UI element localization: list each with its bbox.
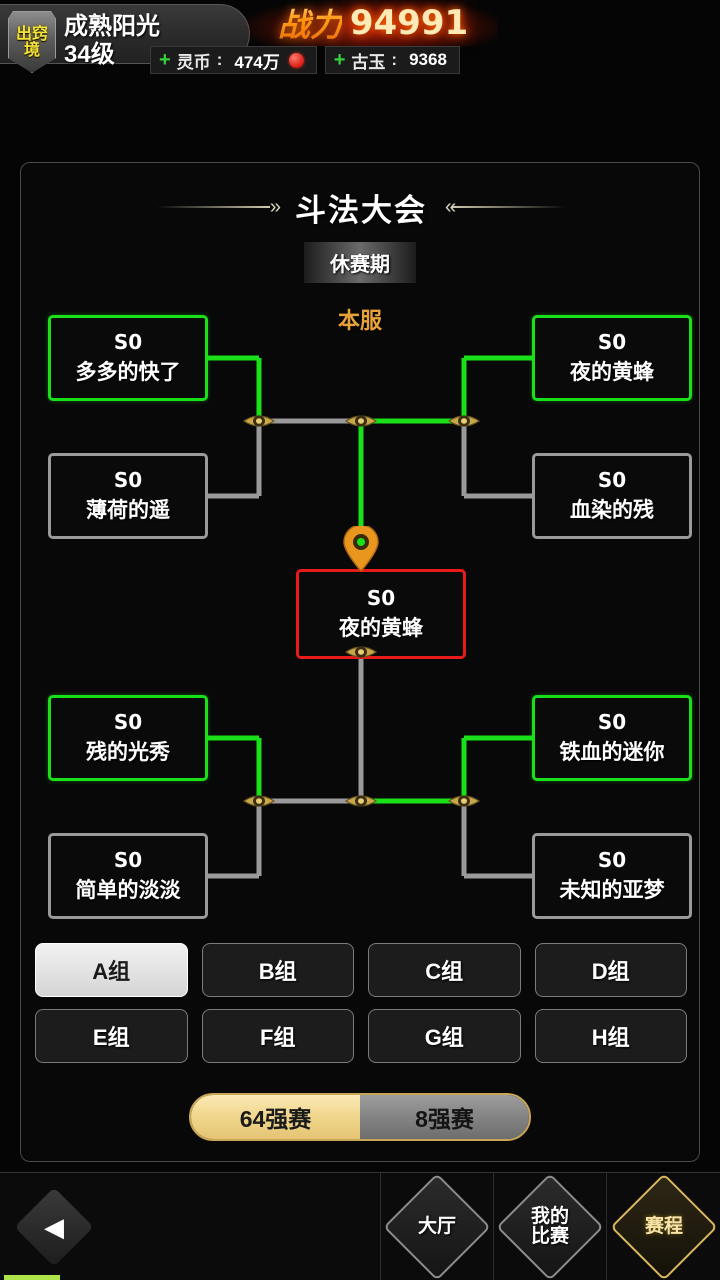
node-player-name: 夜的黄蜂 bbox=[570, 361, 654, 384]
group-button-g[interactable]: G组 bbox=[368, 1009, 521, 1063]
power-label: 战力 bbox=[278, 0, 342, 46]
title-deco-right: « bbox=[445, 197, 565, 217]
bracket-node-br-top[interactable]: S0 铁血的迷你 bbox=[532, 695, 692, 781]
bracket-node-br-bot[interactable]: S0 未知的亚梦 bbox=[532, 833, 692, 919]
currency-lingbi[interactable]: + 灵币 : 474万 bbox=[150, 46, 317, 74]
nav-item-label: 赛程 bbox=[644, 1216, 683, 1238]
nav-diamond: 我的比赛 bbox=[496, 1173, 604, 1280]
player-name: 成熟阳光 bbox=[64, 13, 160, 40]
node-player-name: 夜的黄蜂 bbox=[339, 617, 423, 640]
node-player-name: 铁血的迷你 bbox=[559, 741, 665, 764]
plus-icon[interactable]: + bbox=[333, 49, 346, 71]
node-player-name: 未知的亚梦 bbox=[559, 879, 665, 902]
page-title: 斗法大会 bbox=[295, 192, 427, 228]
title-deco-left: » bbox=[157, 197, 281, 217]
round-tab-0[interactable]: 64强赛 bbox=[191, 1095, 360, 1139]
nav-diamond: 赛程 bbox=[609, 1173, 718, 1280]
nav-cells: 大厅 我的比赛 赛程 bbox=[381, 1173, 720, 1280]
node-seed: S0 bbox=[113, 468, 143, 492]
bracket-eye-node-icon[interactable] bbox=[344, 792, 378, 810]
bracket-eye-node-icon[interactable] bbox=[344, 643, 378, 661]
back-arrow-icon: ◀ bbox=[44, 1211, 64, 1242]
bracket-eye-node-icon[interactable] bbox=[447, 792, 481, 810]
bracket-node-tr-bot[interactable]: S0 血染的残 bbox=[532, 453, 692, 539]
group-button-e[interactable]: E组 bbox=[35, 1009, 188, 1063]
nav-diamond: 大厅 bbox=[383, 1173, 491, 1280]
top-hud: 出窍 境 成熟阳光 34级 战力 94991 + 灵币 : 474万 + 古玉 … bbox=[0, 0, 720, 86]
rank-badge: 出窍 境 bbox=[8, 11, 56, 73]
currency-lingbi-value: 474万 bbox=[234, 52, 280, 72]
current-position-marker-icon bbox=[341, 524, 381, 573]
power-value: 94991 bbox=[349, 3, 469, 43]
bracket-node-tr-top[interactable]: S0 夜的黄蜂 bbox=[532, 315, 692, 401]
node-seed: S0 bbox=[366, 586, 396, 610]
currency-guyu-label: 古玉 bbox=[351, 52, 386, 72]
nav-item-我的比赛[interactable]: 我的比赛 bbox=[494, 1173, 607, 1280]
server-tag: 本服 bbox=[337, 308, 383, 333]
currency-guyu[interactable]: + 古玉 : 9368 bbox=[324, 46, 460, 74]
back-button[interactable]: ◀ bbox=[0, 1173, 381, 1280]
rank-badge-line2: 境 bbox=[23, 40, 40, 59]
bracket-node-bl-top[interactable]: S0 残的光秀 bbox=[48, 695, 208, 781]
node-player-name: 简单的淡淡 bbox=[75, 879, 181, 902]
node-seed: S0 bbox=[597, 468, 627, 492]
bracket-node-tl-bot[interactable]: S0 薄荷的遥 bbox=[48, 453, 208, 539]
bracket-connectors bbox=[208, 355, 532, 879]
bottom-nav: ◀ 大厅 我的比赛 赛程 bbox=[0, 1172, 720, 1280]
rank-badge-line1: 出窍 bbox=[15, 23, 48, 43]
group-button-d[interactable]: D组 bbox=[534, 943, 687, 997]
panel-title-row: » 斗法大会 « bbox=[21, 185, 701, 229]
node-seed: S0 bbox=[113, 710, 143, 734]
back-diamond: ◀ bbox=[14, 1186, 94, 1267]
currency-bar: + 灵币 : 474万 + 古玉 : 9368 bbox=[150, 46, 460, 74]
node-seed: S0 bbox=[113, 848, 143, 872]
node-player-name: 薄荷的遥 bbox=[86, 499, 170, 522]
nav-item-label: 我的比赛 bbox=[530, 1206, 569, 1247]
node-seed: S0 bbox=[597, 330, 627, 354]
group-button-h[interactable]: H组 bbox=[534, 1009, 687, 1063]
tournament-panel: » 斗法大会 « 休赛期 本服 S0 多多的快了 S0 薄荷的遥 S0 夜的黄蜂 S0 血染的… bbox=[20, 162, 700, 1162]
node-seed: S0 bbox=[597, 848, 627, 872]
bracket-node-tl-top[interactable]: S0 多多的快了 bbox=[48, 315, 208, 401]
node-player-name: 残的光秀 bbox=[86, 741, 170, 764]
bracket-node-bl-bot[interactable]: S0 简单的淡淡 bbox=[48, 833, 208, 919]
alert-dot-icon bbox=[288, 52, 304, 68]
bracket-eye-node-icon[interactable] bbox=[242, 792, 276, 810]
round-tab-1[interactable]: 8强赛 bbox=[360, 1095, 529, 1139]
bracket-eye-node-icon[interactable] bbox=[447, 412, 481, 430]
node-player-name: 多多的快了 bbox=[75, 361, 181, 384]
group-button-c[interactable]: C组 bbox=[368, 943, 521, 997]
plus-icon[interactable]: + bbox=[159, 49, 171, 71]
nav-item-赛程[interactable]: 赛程 bbox=[607, 1173, 720, 1280]
bracket-area: S0 多多的快了 S0 薄荷的遥 S0 夜的黄蜂 S0 血染的残 S0 夜的黄蜂 S0 残的光秀 S0 简… bbox=[21, 163, 701, 943]
group-button-a[interactable]: A组 bbox=[35, 943, 188, 997]
season-status-badge: 休赛期 bbox=[304, 242, 416, 283]
bracket-eye-node-icon[interactable] bbox=[242, 412, 276, 430]
player-level: 34级 bbox=[64, 41, 115, 68]
bracket-node-champion[interactable]: S0 夜的黄蜂 bbox=[296, 569, 466, 659]
currency-guyu-value: 9368 bbox=[409, 50, 447, 69]
node-player-name: 血染的残 bbox=[570, 499, 654, 522]
currency-lingbi-label: 灵币 bbox=[176, 52, 211, 72]
group-button-f[interactable]: F组 bbox=[201, 1009, 354, 1063]
nav-item-大厅[interactable]: 大厅 bbox=[381, 1173, 494, 1280]
bracket-eye-node-icon[interactable] bbox=[344, 412, 378, 430]
home-indicator bbox=[4, 1275, 60, 1280]
node-seed: S0 bbox=[597, 710, 627, 734]
power-display: 战力 94991 bbox=[248, 0, 498, 46]
nav-item-label: 大厅 bbox=[417, 1216, 456, 1238]
node-seed: S0 bbox=[113, 330, 143, 354]
player-plate[interactable]: 出窍 境 bbox=[0, 4, 250, 73]
group-button-b[interactable]: B组 bbox=[201, 943, 354, 997]
